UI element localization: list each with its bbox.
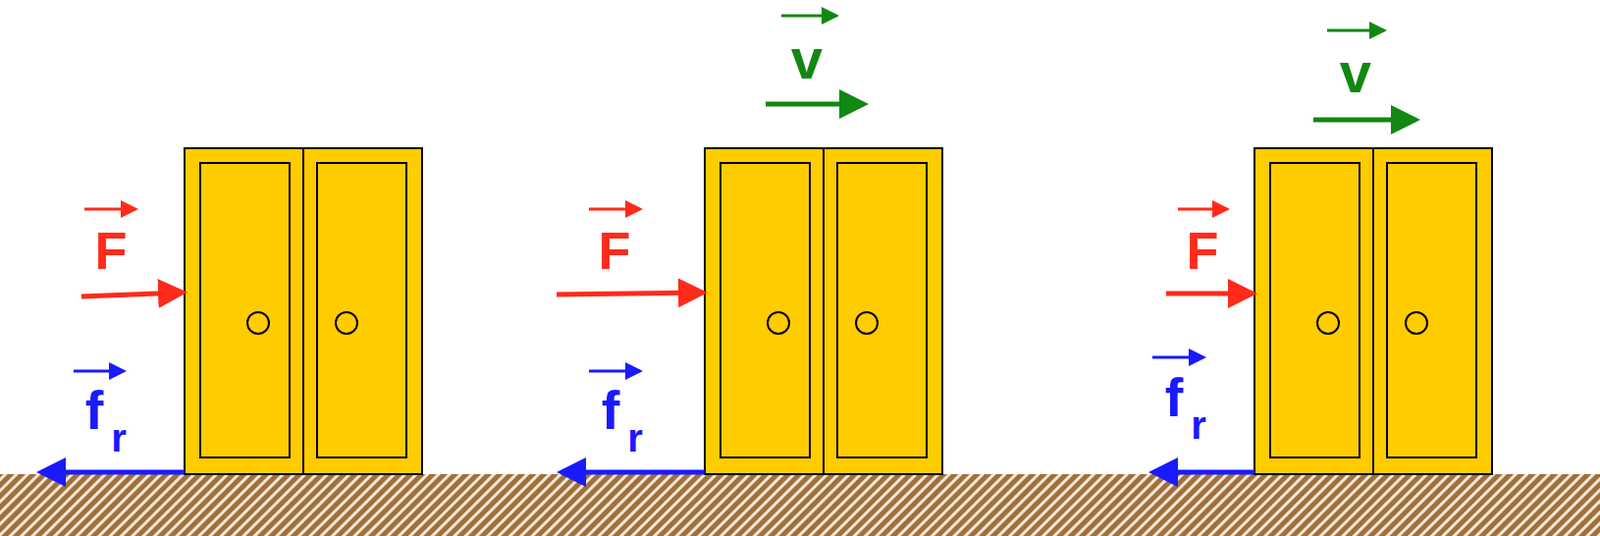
cabinet (184, 148, 423, 475)
vector-sign (781, 14, 837, 18)
cabinet (704, 148, 943, 475)
door-panel (1270, 162, 1360, 458)
velocity-label: v (1339, 44, 1372, 102)
vector-sign (588, 370, 640, 374)
friction-label: f (601, 382, 621, 438)
door-knob (855, 312, 878, 334)
door-split (822, 148, 825, 475)
force-arrow (81, 292, 183, 297)
force-arrow (556, 292, 703, 295)
cabinets (184, 148, 1493, 475)
door-knob (1405, 312, 1428, 334)
vector-sign (73, 370, 124, 374)
door-panel (1386, 162, 1477, 458)
vector-sign (1327, 29, 1385, 33)
friction-subscript: r (627, 418, 643, 458)
force-arrow (1166, 291, 1253, 297)
ground (0, 474, 1600, 536)
force-label: F (1186, 223, 1220, 277)
friction-subscript: r (1190, 405, 1207, 445)
vector-sign (1177, 208, 1227, 212)
door-knob (247, 312, 269, 334)
friction-arrow (561, 470, 705, 476)
friction-arrow (41, 470, 185, 476)
velocity-arrow (765, 102, 864, 107)
door-knob (767, 312, 790, 334)
door-panel (317, 162, 407, 458)
friction-label: f (1165, 370, 1184, 426)
friction-label: f (85, 382, 105, 438)
cabinet (1254, 148, 1493, 475)
door-panel (720, 162, 810, 458)
force-label: F (95, 223, 128, 277)
velocity-label: v (791, 30, 823, 88)
velocity-arrow (1313, 117, 1416, 123)
door-split (302, 148, 305, 475)
vector-sign (588, 208, 640, 212)
door-split (1372, 148, 1375, 475)
friction-arrow (1153, 470, 1255, 476)
friction-subscript: r (110, 418, 127, 458)
vector-sign (1152, 356, 1204, 360)
force-label: F (598, 223, 632, 277)
door-knob (1317, 312, 1339, 334)
vector-sign (84, 208, 136, 212)
door-panel (837, 162, 927, 458)
door-panel (200, 162, 290, 458)
door-knob (335, 312, 358, 334)
